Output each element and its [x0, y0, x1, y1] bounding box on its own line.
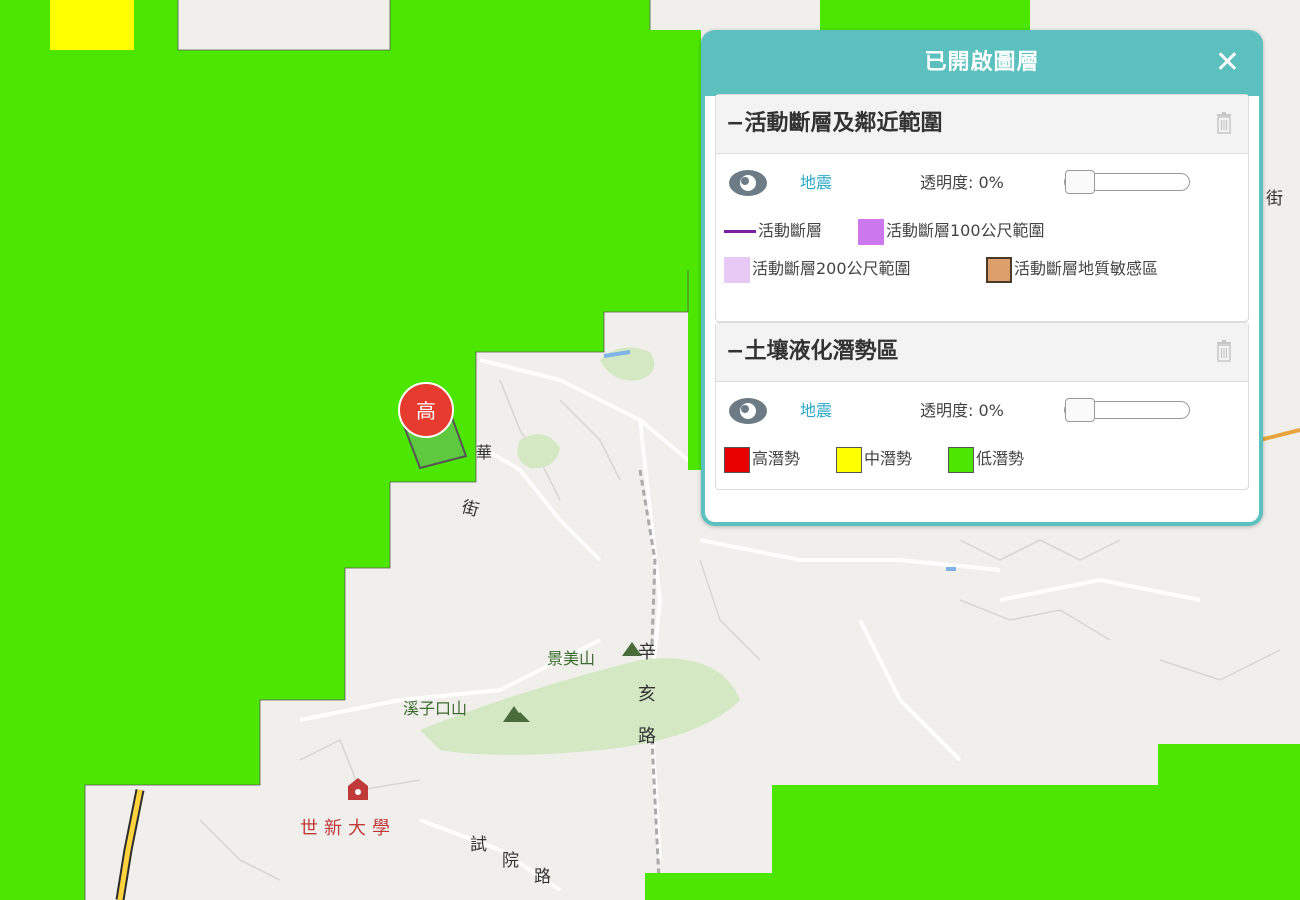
medium-potential-zone: [50, 0, 134, 50]
trash-icon[interactable]: [1216, 112, 1232, 134]
high-potential-marker[interactable]: [398, 382, 454, 438]
opacity-label: 透明度: 0%: [920, 401, 1004, 420]
label-hua-char: 華: [476, 443, 492, 462]
trash-icon[interactable]: [1216, 340, 1232, 362]
label-shih-hsin-university: 世新大學: [300, 818, 396, 839]
legend-label: 活動斷層: [758, 221, 823, 240]
legend-swatch: [724, 446, 750, 473]
group-header[interactable]: −土壤液化潛勢區: [716, 323, 1248, 382]
legend-swatch: [948, 446, 974, 473]
legend-label: 活動斷層地質敏感區: [1014, 259, 1159, 278]
layer-name[interactable]: 地震: [800, 173, 833, 192]
label-street-right: 街: [1266, 189, 1283, 209]
legend-swatch: [836, 446, 862, 473]
label-street-char: 街: [459, 497, 481, 521]
collapse-toggle[interactable]: −: [726, 339, 745, 364]
layer-row: 地震 透明度: 0%: [716, 154, 1248, 212]
group-title[interactable]: −土壤液化潛勢區: [726, 323, 898, 381]
legend-item: 低潛勢: [948, 440, 1024, 478]
legend-row: 活動斷層 活動斷層100公尺範圍: [716, 212, 1248, 250]
low-potential-zone-main: [0, 0, 701, 900]
legend-swatch: [724, 230, 756, 233]
legend-swatch: [858, 218, 884, 245]
low-potential-zone-bottom: [645, 744, 1300, 900]
minor-roads: [199, 379, 1281, 881]
layer-name[interactable]: 地震: [800, 401, 833, 420]
close-icon[interactable]: ✕: [1214, 45, 1241, 80]
university-icon: [348, 778, 368, 800]
legend-item: 活動斷層200公尺範圍: [724, 250, 911, 288]
legend-label: 活動斷層200公尺範圍: [752, 259, 911, 278]
park-areas: [420, 347, 740, 755]
layer-group-active-fault: −活動斷層及鄰近範圍 地震 透明度: 0%: [715, 94, 1249, 322]
legend-row: 高潛勢 中潛勢 低潛勢: [716, 440, 1248, 478]
layer-group-soil-liquefaction: −土壤液化潛勢區 地震 透明度: 0%: [715, 322, 1249, 490]
opacity-slider[interactable]: [1064, 398, 1190, 422]
eye-icon[interactable]: [728, 168, 768, 198]
legend-row: 活動斷層200公尺範圍 活動斷層地質敏感區: [716, 250, 1248, 288]
legend-item: 活動斷層100公尺範圍: [858, 212, 1045, 250]
collapse-toggle[interactable]: −: [726, 111, 745, 136]
water-feature-2: [946, 567, 956, 571]
group-title[interactable]: −活動斷層及鄰近範圍: [726, 95, 942, 153]
mountain-icon: [503, 642, 642, 722]
highway-inner: [117, 789, 143, 900]
label-xinhai-road: 辛亥路: [638, 642, 656, 747]
panel-header: 已開啟圖層 ✕: [705, 30, 1259, 96]
legend-label: 活動斷層100公尺範圍: [886, 221, 1045, 240]
legend-swatch: [986, 256, 1012, 283]
legend-item: 活動斷層: [724, 212, 822, 250]
group-title-text: 活動斷層及鄰近範圍: [744, 111, 943, 136]
legend-swatch: [724, 256, 750, 283]
legend-item: 活動斷層地質敏感區: [986, 250, 1158, 288]
water-feature: [603, 350, 631, 358]
zone-boundary: [84, 0, 689, 900]
legend-label: 低潛勢: [976, 449, 1025, 468]
label-shiyuan-road: 試院路: [470, 835, 551, 887]
opacity-slider[interactable]: [1064, 170, 1190, 194]
slider-handle[interactable]: [1065, 170, 1095, 194]
group-header[interactable]: −活動斷層及鄰近範圍: [716, 95, 1248, 154]
legend-item: 中潛勢: [836, 440, 912, 478]
slider-handle[interactable]: [1065, 398, 1095, 422]
opacity-label: 透明度: 0%: [920, 173, 1004, 192]
road-network: [299, 358, 1201, 892]
layer-row: 地震 透明度: 0%: [716, 382, 1248, 440]
legend-label: 中潛勢: [864, 449, 913, 468]
panel-title: 已開啟圖層: [924, 50, 1040, 75]
legend-item: 高潛勢: [724, 440, 800, 478]
rail-line: [638, 469, 662, 900]
label-jingmei-mountain: 景美山: [547, 649, 595, 668]
eye-icon[interactable]: [728, 396, 768, 426]
group-title-text: 土壤液化潛勢區: [744, 339, 899, 364]
legend-label: 高潛勢: [752, 449, 801, 468]
orange-road: [1259, 428, 1300, 442]
open-layers-panel: 已開啟圖層 ✕ −活動斷層及鄰近範圍 地震 透明度: 0: [701, 30, 1263, 526]
low-potential-zone-top: [820, 0, 1030, 30]
marker-label: 高: [416, 399, 436, 423]
label-xizikou-mountain: 溪子口山: [403, 699, 467, 718]
